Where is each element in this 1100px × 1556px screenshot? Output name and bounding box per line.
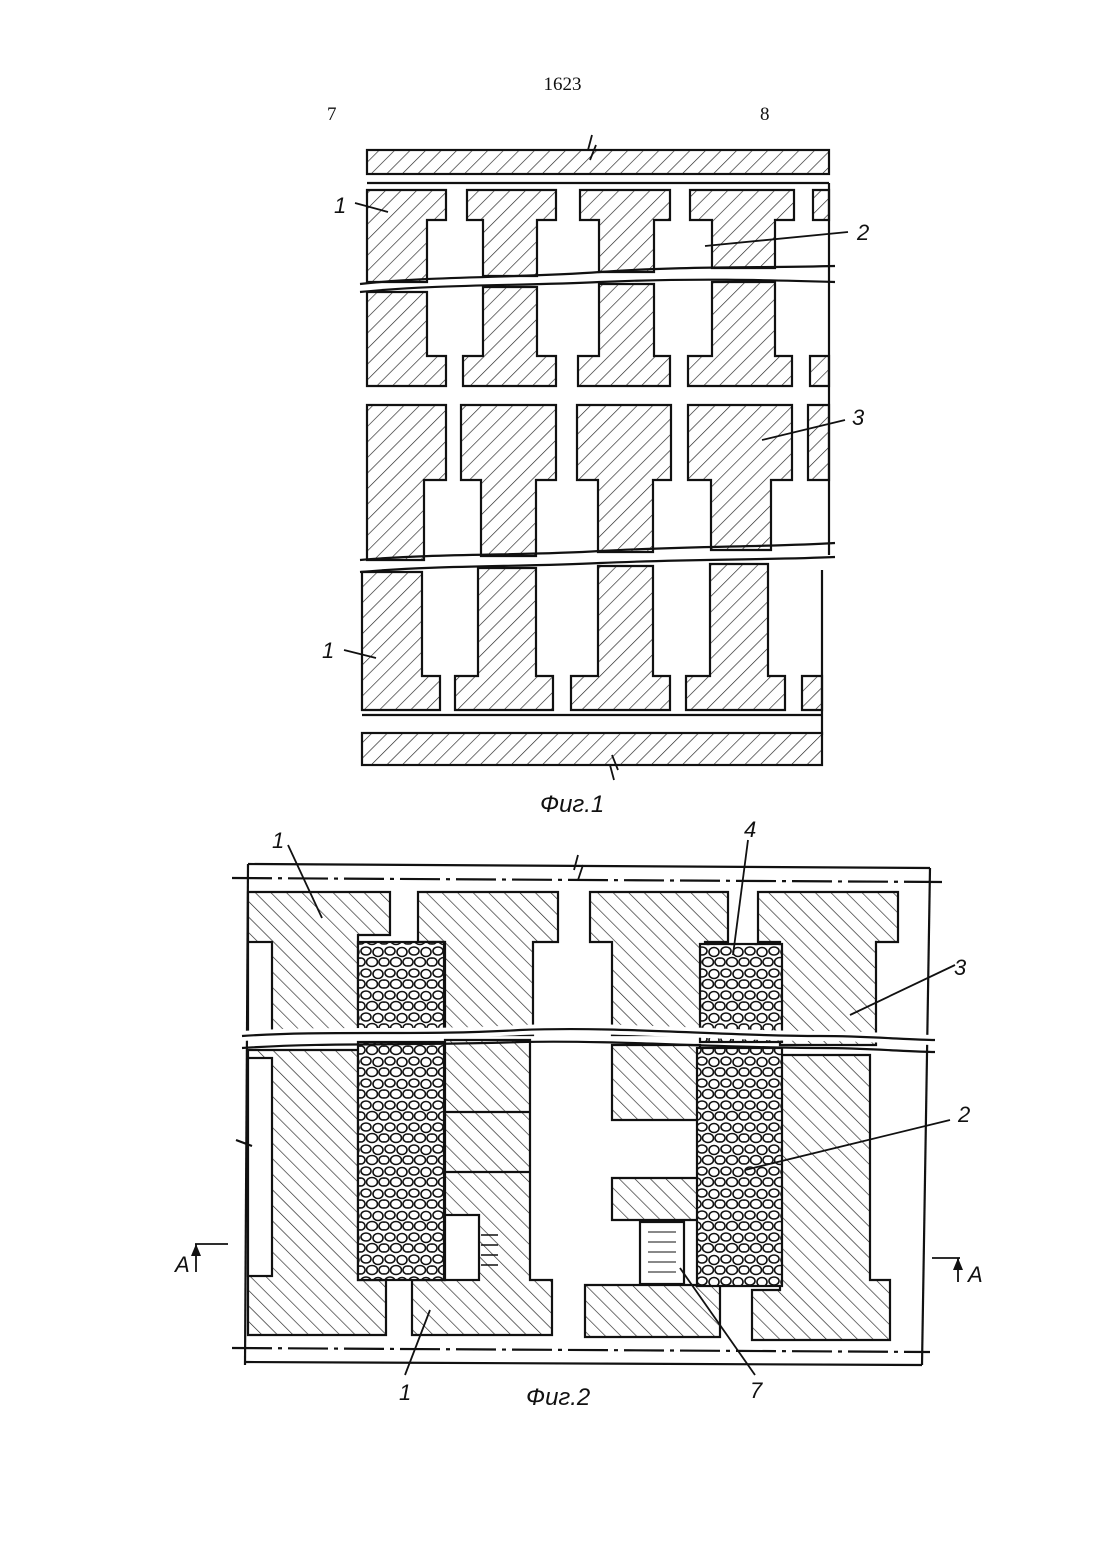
figure-2-caption: Фиг.2: [526, 1384, 590, 1411]
section-mark-right: A: [966, 1262, 983, 1287]
fig2-label-1-bottom: 1: [399, 1380, 411, 1405]
fig2-label-1-top: 1: [272, 828, 284, 853]
block: [688, 405, 792, 550]
bottom-slab: [362, 733, 822, 765]
pebble-fill: [358, 1042, 444, 1280]
block: [367, 292, 446, 386]
block: [813, 190, 829, 220]
block: [577, 405, 671, 552]
pebble-fill: [358, 942, 444, 1032]
section-mark-left: A: [173, 1252, 190, 1277]
block: [688, 282, 792, 386]
block: [690, 190, 794, 268]
fig2-label-4: 4: [744, 817, 756, 842]
block: [461, 405, 556, 556]
pebble-fill: [700, 944, 782, 1042]
fig2-label-3: 3: [954, 955, 967, 980]
block: [808, 405, 829, 480]
block: [585, 1285, 720, 1337]
block: [467, 190, 556, 276]
block: [612, 1178, 700, 1220]
block: [455, 568, 553, 710]
block: [580, 190, 670, 272]
top-slab: [367, 150, 829, 174]
fig1-label-3: 3: [852, 405, 865, 430]
block: [612, 1045, 700, 1120]
section-arrow-right: [953, 1258, 963, 1270]
block: [686, 564, 785, 710]
block: [571, 566, 670, 710]
block: [367, 405, 446, 560]
block: [362, 572, 440, 710]
figure-1-caption: Фиг.1: [540, 791, 604, 818]
block: [463, 287, 556, 386]
figure-1: [360, 150, 835, 765]
fig2-label-7: 7: [750, 1378, 763, 1403]
block: [810, 356, 829, 386]
block: [802, 676, 822, 710]
section-arrow-left: [191, 1244, 201, 1256]
block: [367, 190, 446, 282]
pebble-fill: [697, 1048, 782, 1286]
fig1-label-1-top: 1: [334, 193, 346, 218]
block: [578, 284, 670, 386]
fig1-label-2: 2: [856, 220, 869, 245]
figure-2: [232, 864, 942, 1365]
fig2-label-2: 2: [957, 1102, 970, 1127]
fig1-label-1-bottom: 1: [322, 638, 334, 663]
